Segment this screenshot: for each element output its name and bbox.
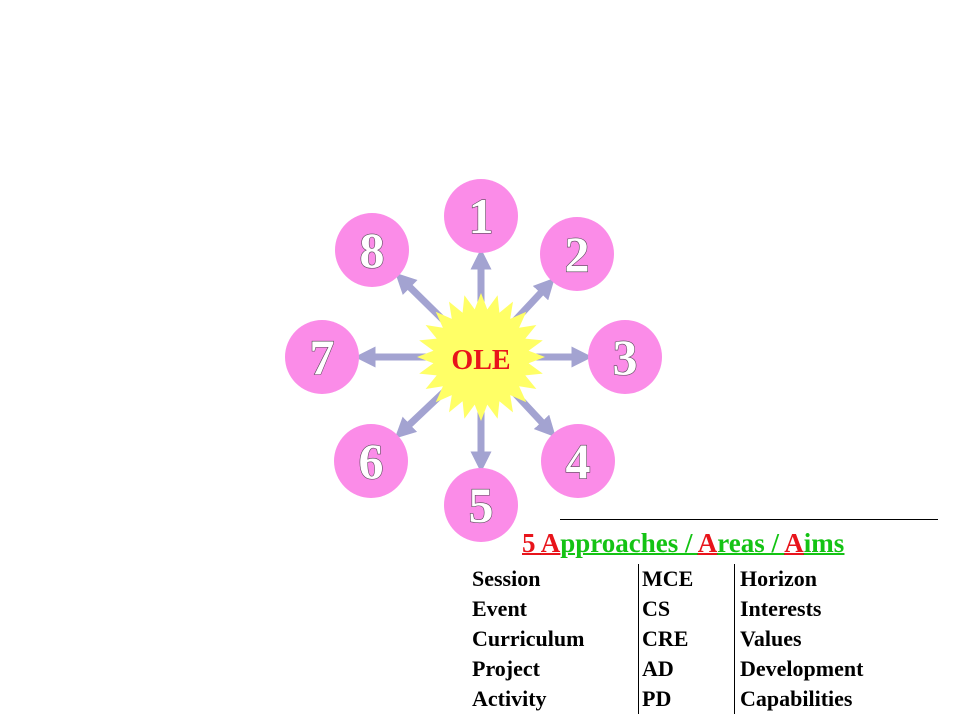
approach-item: Curriculum: [472, 626, 585, 651]
node-circle: [541, 424, 615, 498]
legend-title-part: ims: [803, 528, 845, 558]
legend-title-part: A: [540, 528, 561, 558]
aim-item: Horizon: [740, 566, 817, 591]
area-item: MCE: [642, 566, 694, 591]
node-circle: [335, 213, 409, 287]
node-8: 8: [335, 213, 409, 287]
legend-title-part: reas /: [717, 528, 785, 558]
node-2: 2: [540, 217, 614, 291]
legend-title-part: A: [697, 528, 718, 558]
legend-title-part: A: [784, 528, 804, 558]
node-7: 7: [285, 320, 359, 394]
node-4: 4: [541, 424, 615, 498]
aim-item: Development: [740, 656, 864, 681]
node-label: 7: [310, 329, 335, 385]
node-label: 4: [566, 433, 591, 489]
node-label: 5: [469, 477, 494, 533]
areas-column: MCE CS CRE AD PD: [638, 564, 735, 714]
center-label: OLE: [451, 345, 510, 376]
node-circle: [444, 179, 518, 253]
node-label: 6: [359, 433, 384, 489]
node-circle: [334, 424, 408, 498]
node-1: 1: [444, 179, 518, 253]
node-label: 8: [360, 222, 385, 278]
approach-item: Project: [472, 656, 540, 681]
node-label: 2: [565, 226, 590, 282]
aim-item: Values: [740, 626, 802, 651]
aim-item: Capabilities: [740, 686, 853, 711]
area-item: CS: [642, 596, 671, 621]
center-star: OLE: [417, 293, 545, 421]
area-item: AD: [642, 656, 674, 681]
node-circle: [540, 217, 614, 291]
node-circle: [285, 320, 359, 394]
legend-title-part: pproaches /: [560, 528, 698, 558]
approach-item: Activity: [472, 686, 547, 711]
node-6: 6: [334, 424, 408, 498]
area-item: CRE: [642, 626, 689, 651]
legend-title-part: 5: [522, 528, 541, 558]
node-5: 5: [444, 468, 518, 542]
nodes-group: 1 234 5 678: [285, 179, 662, 542]
node-label: 1: [469, 188, 494, 244]
node-circle: [444, 468, 518, 542]
aim-item: Interests: [740, 596, 822, 621]
area-item: PD: [642, 686, 672, 711]
star-burst: [417, 293, 545, 421]
node-circle: [588, 320, 662, 394]
node-3: 3: [588, 320, 662, 394]
approach-item: Session: [472, 566, 541, 591]
approach-item: Event: [472, 596, 527, 621]
node-label: 3: [613, 329, 638, 385]
divider-line: [560, 519, 938, 520]
legend-title: 5 Approaches / Areas / Aims: [522, 526, 844, 560]
